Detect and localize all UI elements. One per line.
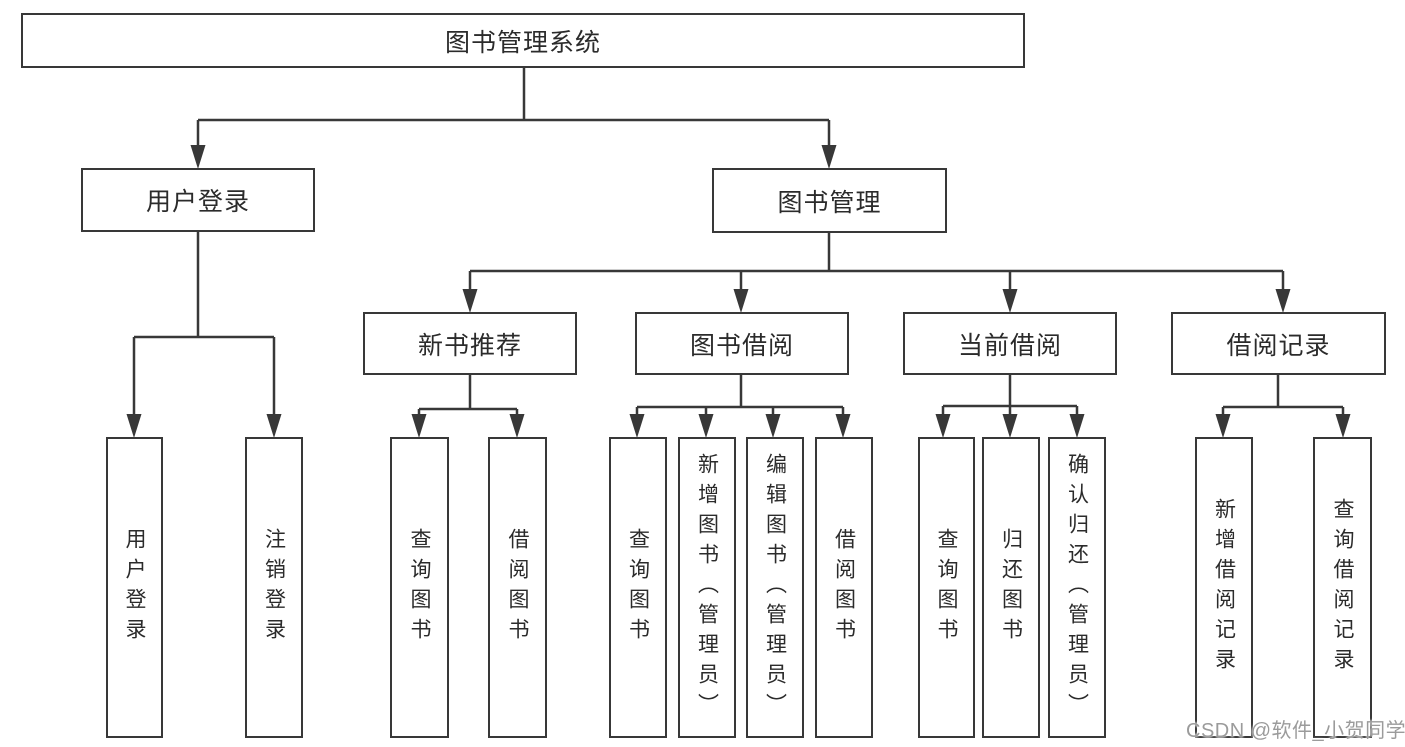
connector-borrowing-records bbox=[1221, 375, 1345, 420]
leaf-return-books: 归还图书 bbox=[982, 437, 1040, 738]
leaf-add-borrow-record: 新增借阅记录 bbox=[1195, 437, 1253, 738]
node-current-borrowing: 当前借阅 bbox=[903, 312, 1117, 375]
leaf-borrowing-query-books: 查询图书 bbox=[609, 437, 667, 738]
leaf-edit-books-admin: 编辑图书（管理员） bbox=[746, 437, 804, 738]
connector-book-borrowing-arrows bbox=[629, 414, 851, 438]
watermark-text: CSDN @软件_小贺同学 bbox=[1186, 720, 1405, 742]
node-book-borrowing: 图书借阅 bbox=[635, 312, 849, 375]
leaf-confirm-return-admin: 确认归还（管理员） bbox=[1048, 437, 1106, 738]
leaf-borrowing-borrow-books: 借阅图书 bbox=[815, 437, 873, 738]
node-book-management: 图书管理 bbox=[712, 168, 947, 233]
connector-new-book-recommend-arrows bbox=[411, 414, 525, 438]
node-library-management-system: 图书管理系统 bbox=[21, 13, 1025, 68]
node-user-login-group: 用户登录 bbox=[81, 168, 315, 232]
node-borrowing-records: 借阅记录 bbox=[1171, 312, 1386, 375]
leaf-recommend-query-books: 查询图书 bbox=[390, 437, 449, 738]
node-new-book-recommend: 新书推荐 bbox=[363, 312, 577, 375]
connector-user-login-arrows bbox=[126, 414, 282, 438]
connector-book-management-arrows bbox=[462, 289, 1291, 313]
leaf-user-login: 用户登录 bbox=[106, 437, 163, 738]
connector-current-borrowing bbox=[941, 375, 1079, 420]
connector-book-borrowing bbox=[635, 375, 845, 420]
leaf-current-query-books: 查询图书 bbox=[918, 437, 975, 738]
connector-new-book-recommend bbox=[417, 375, 519, 420]
leaf-logout-login: 注销登录 bbox=[245, 437, 303, 738]
connector-borrowing-records-arrows bbox=[1215, 414, 1351, 438]
leaf-add-books-admin: 新增图书（管理员） bbox=[678, 437, 736, 738]
connector-root bbox=[196, 68, 831, 150]
connector-root-arrows bbox=[190, 145, 837, 169]
leaf-query-borrow-record: 查询借阅记录 bbox=[1313, 437, 1372, 738]
leaf-recommend-borrow-books: 借阅图书 bbox=[488, 437, 547, 738]
connector-user-login-group bbox=[132, 232, 276, 418]
connector-book-management bbox=[468, 233, 1285, 292]
connector-current-borrowing-arrows bbox=[935, 414, 1085, 438]
